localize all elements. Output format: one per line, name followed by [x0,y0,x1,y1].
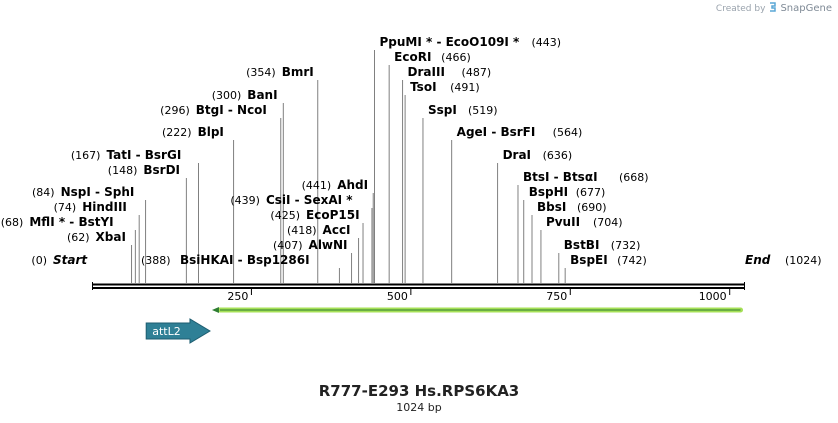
site-position: (425) [270,209,300,222]
sequence-backbone: 250 500 750 1000 [92,282,745,303]
site-position: (668) [619,171,649,184]
site-name: MflI * - BstYI [29,215,113,229]
site-position: (354) [246,66,276,79]
site-position: (388) [141,254,171,267]
site-name: CsiI - SexAI * [266,193,353,207]
site-position: (704) [593,216,623,229]
site-position: (491) [450,81,480,94]
end-label: End [745,253,771,267]
site-position: (636) [543,149,573,162]
site-name: BspEI [570,253,608,267]
site-position: (418) [287,224,317,237]
map-title: R777-E293 Hs.RPS6KA3 [318,382,520,400]
axis-tick-label: 500 [387,290,408,303]
site-name: PpuMI * - EcoO109I * [379,35,520,49]
site-position: (439) [230,194,260,207]
site-position: (677) [576,186,606,199]
site-name: EcoP15I [306,208,360,222]
features: attL2 [145,307,744,344]
site-name: BmrI [282,65,314,79]
site-position: (732) [611,239,641,252]
site-name: PvuII [546,215,580,229]
site-name: AlwNI [309,238,348,252]
site-position: (564) [553,126,583,139]
site-name: DraIII [408,65,445,79]
site-position: (84) [32,186,55,199]
site-name: TatI - BsrGI [106,148,181,162]
site-name: SspI [428,103,457,117]
site-position: (74) [54,201,77,214]
site-name: BlpI [198,125,224,139]
site-position: (407) [273,239,303,252]
site-name: TsoI [410,80,436,94]
reverse-arrowhead-icon [211,307,219,313]
site-name: BtsI - BtsαI [523,170,598,184]
site-position: (296) [160,104,190,117]
site-name: XbaI [96,230,126,244]
site-position: (742) [617,254,647,267]
site-position: (443) [531,36,561,49]
axis-tick-label: 1000 [699,290,727,303]
site-position: (519) [468,104,498,117]
site-name: DraI [503,148,531,162]
snapgene-logo-icon [768,2,777,15]
site-position: (487) [462,66,492,79]
site-name: EcoRI [394,50,431,64]
start-label: Start [53,253,88,267]
site-position: (441) [302,179,332,192]
site-name: BsrDI [143,163,180,177]
site-position: (222) [162,126,192,139]
start-position: (0) [31,254,47,267]
axis-tick-label: 250 [227,290,248,303]
site-name: NspI - SphI [61,185,135,199]
site-name: BtgI - NcoI [196,103,267,117]
site-position: (690) [577,201,607,214]
site-name: HindIII [82,200,127,214]
site-name: BbsI [537,200,566,214]
site-position: (148) [108,164,138,177]
site-position: (68) [1,216,24,229]
site-position: (466) [441,51,471,64]
site-name: AhdI [337,178,368,192]
site-name: BanI [247,88,277,102]
sequence-length: 1024 bp [396,401,442,414]
site-position: (300) [212,89,242,102]
axis-tick-label: 750 [546,290,567,303]
site-name: BsiHKAI - Bsp1286I [180,253,310,267]
credit-prefix: Created by [715,3,766,14]
feature-label: attL2 [152,325,181,338]
end-position: (1024) [785,254,822,267]
site-name: BstBI [564,238,600,252]
site-name: AgeI - BsrFI [457,125,536,139]
site-position: (167) [71,149,101,162]
credit: Created by SnapGene [716,2,832,15]
site-leaders [131,50,566,283]
feature-arrow-attl2 [145,318,211,344]
credit-brand: SnapGene [780,3,832,14]
site-name: BspHI [529,185,568,199]
site-name: AccI [323,223,351,237]
site-position: (62) [67,231,90,244]
